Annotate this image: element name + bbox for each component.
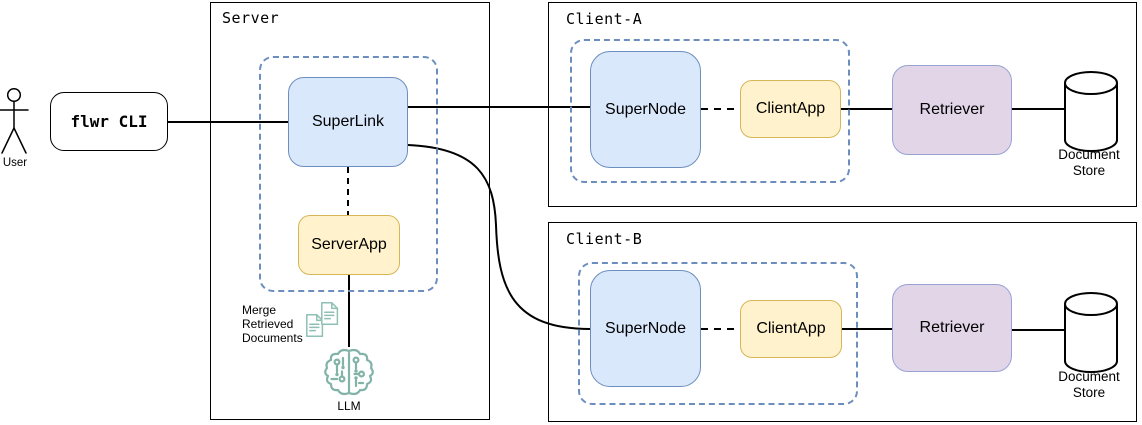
- supernode-b-node: SuperNode: [590, 270, 701, 387]
- clientapp-a-node: ClientApp: [740, 80, 841, 138]
- clientapp-b-label: ClientApp: [756, 320, 826, 337]
- clientapp-b-node: ClientApp: [740, 300, 842, 358]
- serverapp-label: ServerApp: [311, 236, 387, 253]
- stick-figure-icon: [0, 87, 29, 154]
- flwr-cli-node: flwr CLI: [50, 92, 168, 151]
- flwr-cli-label: flwr CLI: [70, 112, 148, 131]
- superlink-label: SuperLink: [311, 113, 385, 130]
- client-a-dashed-group: [570, 39, 850, 183]
- serverapp-node: ServerApp: [298, 215, 400, 275]
- merge-documents-note: Merge Retrieved Documents: [242, 303, 303, 346]
- server-title: Server: [222, 9, 280, 27]
- user-label: User: [2, 157, 28, 169]
- client-b-frame: [548, 222, 1137, 422]
- retriever-b-label: Retriever: [919, 319, 985, 336]
- server-dashed-group: [259, 56, 438, 292]
- supernode-b-label: SuperNode: [605, 319, 686, 337]
- document-store-a-label: Document Store: [1058, 147, 1120, 178]
- supernode-a-label: SuperNode: [605, 100, 686, 118]
- documents-icon: [306, 302, 339, 337]
- retriever-b-node: Retriever: [892, 284, 1012, 372]
- database-cylinder-icon: [1064, 71, 1118, 152]
- edge-superlink-supernode-b: [407, 144, 591, 330]
- brain-circuit-icon: [324, 348, 374, 396]
- document-store-b-label: Document Store: [1058, 369, 1120, 400]
- retriever-a-label: Retriever: [919, 101, 985, 118]
- client-b-title: Client-B: [566, 230, 643, 248]
- server-frame: [210, 2, 490, 420]
- supernode-a-node: SuperNode: [590, 51, 701, 168]
- clientapp-a-label: ClientApp: [755, 100, 826, 117]
- client-a-title: Client-A: [566, 10, 643, 28]
- retriever-a-node: Retriever: [892, 65, 1012, 155]
- llm-label: LLM: [337, 399, 361, 413]
- client-a-frame: [548, 2, 1137, 207]
- superlink-node: SuperLink: [288, 77, 408, 167]
- database-cylinder-icon: [1064, 292, 1118, 373]
- client-b-dashed-group: [578, 262, 858, 405]
